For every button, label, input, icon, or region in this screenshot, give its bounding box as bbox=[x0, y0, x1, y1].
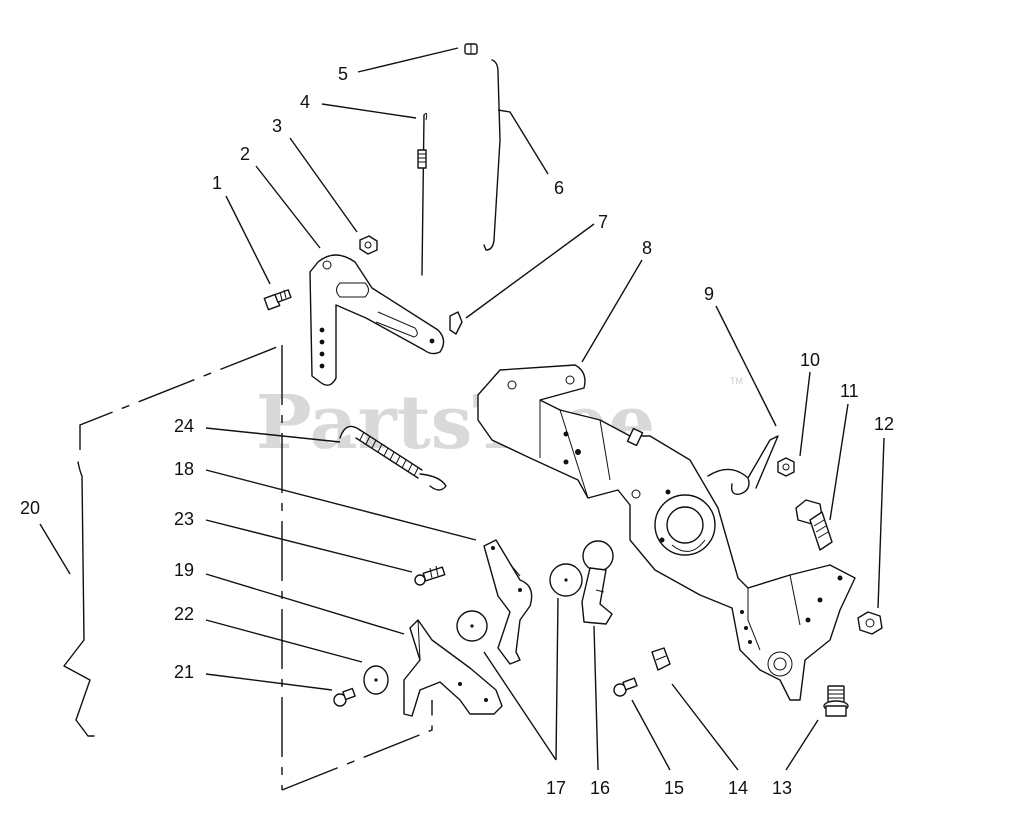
leader-lines bbox=[39, 47, 885, 771]
callout-9: 9 bbox=[704, 284, 714, 304]
phantom-group-lines bbox=[79, 344, 433, 791]
part-3-nut bbox=[359, 235, 378, 255]
callout-5: 5 bbox=[338, 64, 348, 84]
part-6-link-rod bbox=[483, 59, 501, 251]
part-13-bolt bbox=[823, 685, 849, 717]
part-2-lever bbox=[309, 254, 445, 386]
part-5-cap bbox=[464, 43, 478, 55]
callout-14: 14 bbox=[728, 778, 748, 798]
part-20-wire-rod bbox=[63, 461, 95, 737]
part-1-screw bbox=[263, 289, 292, 311]
callout-15: 15 bbox=[664, 778, 684, 798]
part-16-choke-lever bbox=[581, 540, 614, 625]
callout-3: 3 bbox=[272, 116, 282, 136]
part-22-washer bbox=[363, 665, 389, 695]
callout-23: 23 bbox=[174, 509, 194, 529]
watermark-trademark: TM bbox=[730, 376, 743, 386]
part-9-spring-wire bbox=[707, 435, 779, 495]
callout-17: 17 bbox=[546, 778, 566, 798]
part-21-screw bbox=[333, 687, 356, 707]
part-24-spring bbox=[339, 425, 447, 491]
part-4-rod bbox=[417, 112, 428, 276]
callout-20: 20 bbox=[20, 498, 40, 518]
callout-10: 10 bbox=[800, 350, 820, 370]
callout-24: 24 bbox=[174, 416, 194, 436]
callout-1: 1 bbox=[212, 173, 222, 193]
callout-4: 4 bbox=[300, 92, 310, 112]
part-14-clip bbox=[651, 647, 671, 671]
part-12-nut bbox=[857, 611, 883, 635]
part-15-screw bbox=[613, 677, 638, 697]
part-7-clip bbox=[449, 311, 463, 335]
callout-12: 12 bbox=[874, 414, 894, 434]
part-23-screw bbox=[414, 565, 446, 586]
callout-19: 19 bbox=[174, 560, 194, 580]
callout-8: 8 bbox=[642, 238, 652, 258]
part-10-nut bbox=[777, 457, 795, 477]
callout-18: 18 bbox=[174, 459, 194, 479]
part-8-bracket bbox=[477, 364, 856, 701]
callout-13: 13 bbox=[772, 778, 792, 798]
callout-2: 2 bbox=[240, 144, 250, 164]
callout-labels: 1 2 3 4 5 6 7 8 9 10 11 12 13 14 15 16 1… bbox=[20, 64, 894, 798]
part-19-choke-bracket bbox=[403, 619, 503, 717]
callout-6: 6 bbox=[554, 178, 564, 198]
callout-11: 11 bbox=[840, 381, 859, 401]
callout-22: 22 bbox=[174, 604, 194, 624]
part-11-bolt bbox=[795, 499, 833, 551]
part-17-washers bbox=[456, 563, 583, 642]
callout-7: 7 bbox=[598, 212, 608, 232]
callout-16: 16 bbox=[590, 778, 610, 798]
callout-21: 21 bbox=[174, 662, 194, 682]
part-18-control-arm bbox=[483, 539, 533, 665]
